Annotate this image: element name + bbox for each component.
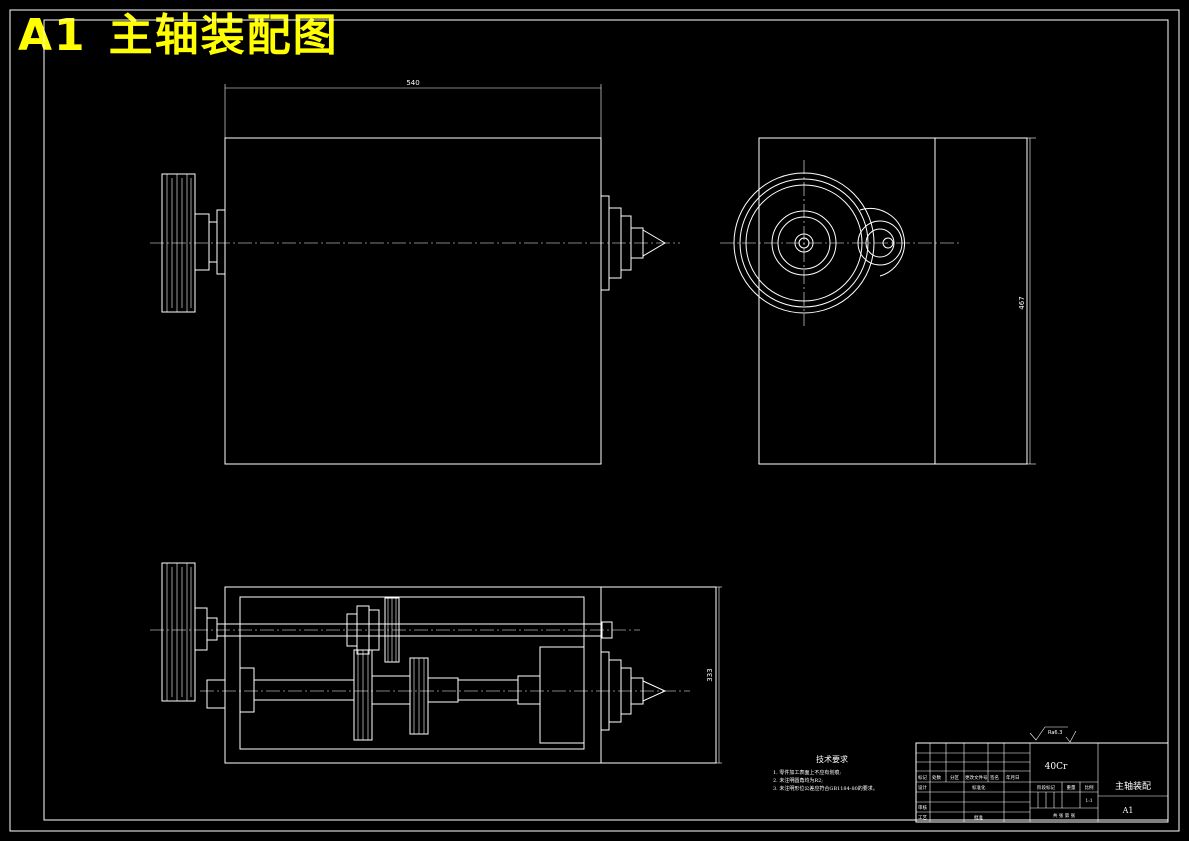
title-block-std-label: 标准化 <box>972 784 986 791</box>
title-block-sheet-code: A1 <box>1122 806 1134 815</box>
title-block: 40Cr 主轴装配 A1 1:1 阶段标记 重量 比例 共 张 第 张 标记 设… <box>915 742 1169 823</box>
title-block-sheets-label: 共 张 第 张 <box>1053 812 1076 819</box>
dim-front-width: 540 <box>406 79 419 87</box>
title-block-header-cell: 处数 <box>932 774 941 781</box>
title-block-row-label: 标记 <box>918 774 927 781</box>
title-block-row-label: 工艺 <box>918 815 927 821</box>
surface-finish-symbol: Ra6.3 <box>1029 726 1077 743</box>
inner-frame <box>43 19 1169 821</box>
surface-finish-value: Ra6.3 <box>1048 730 1062 736</box>
side-view: 467 <box>720 137 1036 465</box>
drawing-title: 主轴装配图 <box>108 10 339 61</box>
front-view: 540 <box>150 79 680 465</box>
title-block-material: 40Cr <box>1045 762 1068 772</box>
title-block-row-label: 设计 <box>918 784 927 791</box>
title-block-scale: 1:1 <box>1085 798 1092 804</box>
tech-requirements-heading: 技术要求 <box>816 754 848 764</box>
dim-section-height: 333 <box>706 668 714 681</box>
title-block-part-name: 主轴装配 <box>1115 780 1151 792</box>
title-block-scale-label: 比例 <box>1085 784 1094 791</box>
tech-requirement-item: 3. 未注明形位公差应符合GB1184-80的要求。 <box>773 785 878 792</box>
tech-requirements: 技术要求 1. 零件加工表面上不应有划痕; 2. 未注明圆角均为R2; 3. 未… <box>773 754 878 792</box>
title-block-approve-label: 批准 <box>974 814 983 821</box>
outer-frame <box>9 9 1180 832</box>
title-block-header-cell: 签名 <box>990 774 999 781</box>
title-block-row-label: 审核 <box>918 804 927 811</box>
tech-requirement-item: 1. 零件加工表面上不应有划痕; <box>773 769 841 776</box>
title-block-stage-label: 阶段标记 <box>1037 784 1055 791</box>
title-block-weight-label: 重量 <box>1067 784 1076 791</box>
dim-side-height: 467 <box>1018 296 1026 309</box>
drawing-sheet-code: A1 <box>18 10 87 61</box>
title-block-header-cell: 年月日 <box>1006 774 1020 781</box>
title-block-header-cell: 分区 <box>950 774 959 781</box>
section-view: 333 <box>150 562 722 764</box>
title-block-header-cell: 更改文件号 <box>965 774 988 781</box>
tech-requirement-item: 2. 未注明圆角均为R2; <box>773 777 823 784</box>
